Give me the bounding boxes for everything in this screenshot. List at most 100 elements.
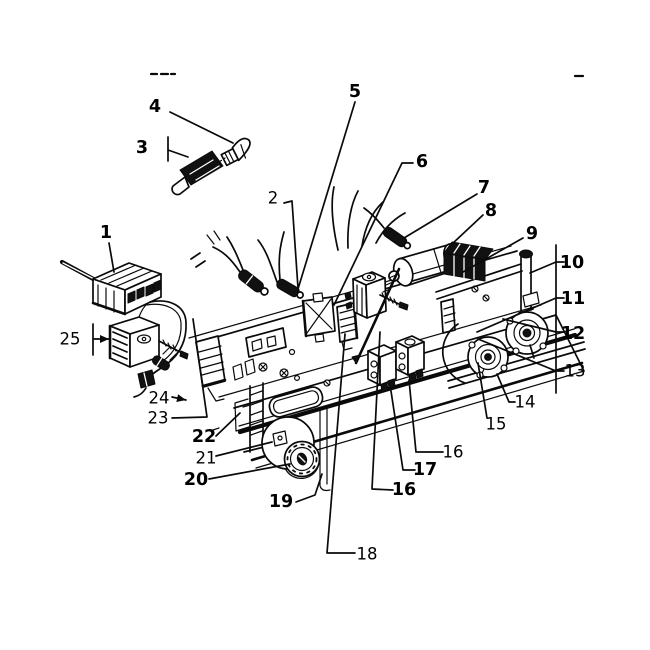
callout-13-leader	[477, 338, 565, 372]
callout-8-7: 8	[451, 201, 497, 245]
callout-25-arrowhead	[100, 335, 109, 343]
callout-15-leader	[477, 362, 488, 419]
callout-24-arrowhead	[176, 394, 186, 403]
callout-16-label: 16	[392, 480, 416, 500]
callout-12-leader	[502, 318, 565, 333]
callout-8-label: 8	[485, 201, 497, 221]
callout-16-leader	[408, 379, 444, 453]
callout-4-3: 4	[149, 97, 234, 144]
selector-switch	[301, 292, 336, 343]
assembly-dashes	[162, 346, 178, 361]
callout-16-label: 16	[443, 443, 464, 462]
callout-19-19: 19	[269, 473, 323, 512]
callout-1-label: 1	[100, 223, 112, 243]
callout-22-label: 22	[192, 427, 216, 447]
callout-1-leader	[108, 242, 115, 273]
rocker-switch-right	[395, 335, 425, 383]
infinite-switch-25	[108, 316, 189, 368]
wire-harness	[133, 300, 187, 398]
callout-16-17: 16	[371, 331, 416, 500]
callout-15-label: 15	[486, 415, 507, 434]
callout-25-label: 25	[60, 330, 81, 349]
callout-3-leader	[167, 149, 189, 158]
callout-19-leader	[295, 473, 323, 503]
rocker-switch-left	[367, 344, 397, 393]
panel-clips	[232, 358, 256, 381]
callout-19-label: 19	[269, 492, 293, 512]
callout-8-leader	[451, 214, 484, 245]
terminal-block	[443, 241, 494, 282]
callout-16-leader	[371, 331, 394, 491]
motor-shaft	[351, 267, 401, 365]
callout-22-22: 22	[192, 412, 241, 447]
callout-layer: 1234567891011121314151617161819202122232…	[60, 82, 586, 564]
callout-17-16: 17	[390, 390, 437, 480]
callout-6-5: 6	[333, 152, 428, 306]
callout-12-label: 12	[561, 324, 585, 344]
callout-2-leader	[283, 200, 299, 289]
callout-14-label: 14	[515, 393, 536, 412]
wire-bundle-right	[331, 186, 412, 251]
callout-17-leader	[390, 390, 416, 471]
infinite-switch-top	[344, 271, 409, 319]
slot-opening	[268, 386, 324, 418]
wire-leads	[190, 230, 304, 299]
clock-motor-rear	[441, 323, 509, 384]
callout-4-leader	[169, 111, 234, 144]
callout-4-label: 4	[149, 97, 161, 117]
panel-connector	[440, 298, 456, 334]
callout-21-leader	[215, 441, 273, 457]
callout-7-leader	[403, 193, 478, 239]
callout-17-label: 17	[413, 460, 437, 480]
callout-16-15: 16	[408, 379, 464, 462]
screw-heads	[258, 285, 490, 387]
callout-3-2: 3	[136, 136, 189, 162]
right-channel-strip	[319, 406, 331, 492]
callout-6-leader	[333, 162, 414, 306]
callout-7-label: 7	[478, 178, 490, 198]
callout-20-label: 20	[184, 470, 208, 490]
callout-24-24: 24	[149, 389, 187, 408]
callout-23-23: 23	[148, 318, 208, 428]
bulb	[218, 137, 251, 167]
callout-11-leader	[476, 297, 565, 333]
callout-11-10: 11	[476, 289, 585, 333]
callout-24-label: 24	[149, 389, 170, 408]
callout-23-label: 23	[148, 409, 169, 428]
callout-18-leader	[326, 333, 356, 554]
callout-13-12: 13	[477, 338, 586, 381]
callout-13-label: 13	[565, 362, 586, 381]
callout-14-leader	[496, 373, 516, 403]
callout-18-18: 18	[326, 333, 378, 564]
callout-2-1: 2	[268, 189, 299, 289]
lamp-socket	[171, 150, 224, 196]
callout-1-0: 1	[100, 223, 115, 273]
display-window	[245, 327, 287, 358]
callout-10-label: 10	[560, 253, 584, 273]
crop-dashes	[149, 72, 585, 78]
callout-7-6: 7	[403, 178, 490, 239]
callout-25-25: 25	[60, 323, 110, 356]
callout-9-label: 9	[526, 224, 538, 244]
callout-10-9: 10	[529, 253, 584, 274]
callout-5-4: 5	[297, 82, 361, 290]
callout-6-label: 6	[416, 152, 428, 172]
callout-11-label: 11	[561, 289, 585, 309]
callout-21-21: 21	[196, 441, 273, 468]
callout-22-leader	[215, 412, 241, 437]
trim-end-bracket	[209, 398, 251, 432]
control-knob	[283, 440, 321, 479]
callout-9-leader	[462, 237, 524, 273]
callout-3-label: 3	[136, 138, 148, 158]
callout-20-leader	[208, 463, 291, 480]
bullet-terminal	[152, 355, 170, 371]
callout-12-11: 12	[502, 318, 585, 344]
pushbutton-switch-block	[59, 259, 162, 316]
callout-20-20: 20	[184, 463, 291, 490]
callout-15-14: 15	[477, 362, 507, 434]
callout-21-label: 21	[196, 449, 217, 468]
callout-18-label: 18	[357, 545, 378, 564]
callout-23-leader	[171, 318, 208, 419]
